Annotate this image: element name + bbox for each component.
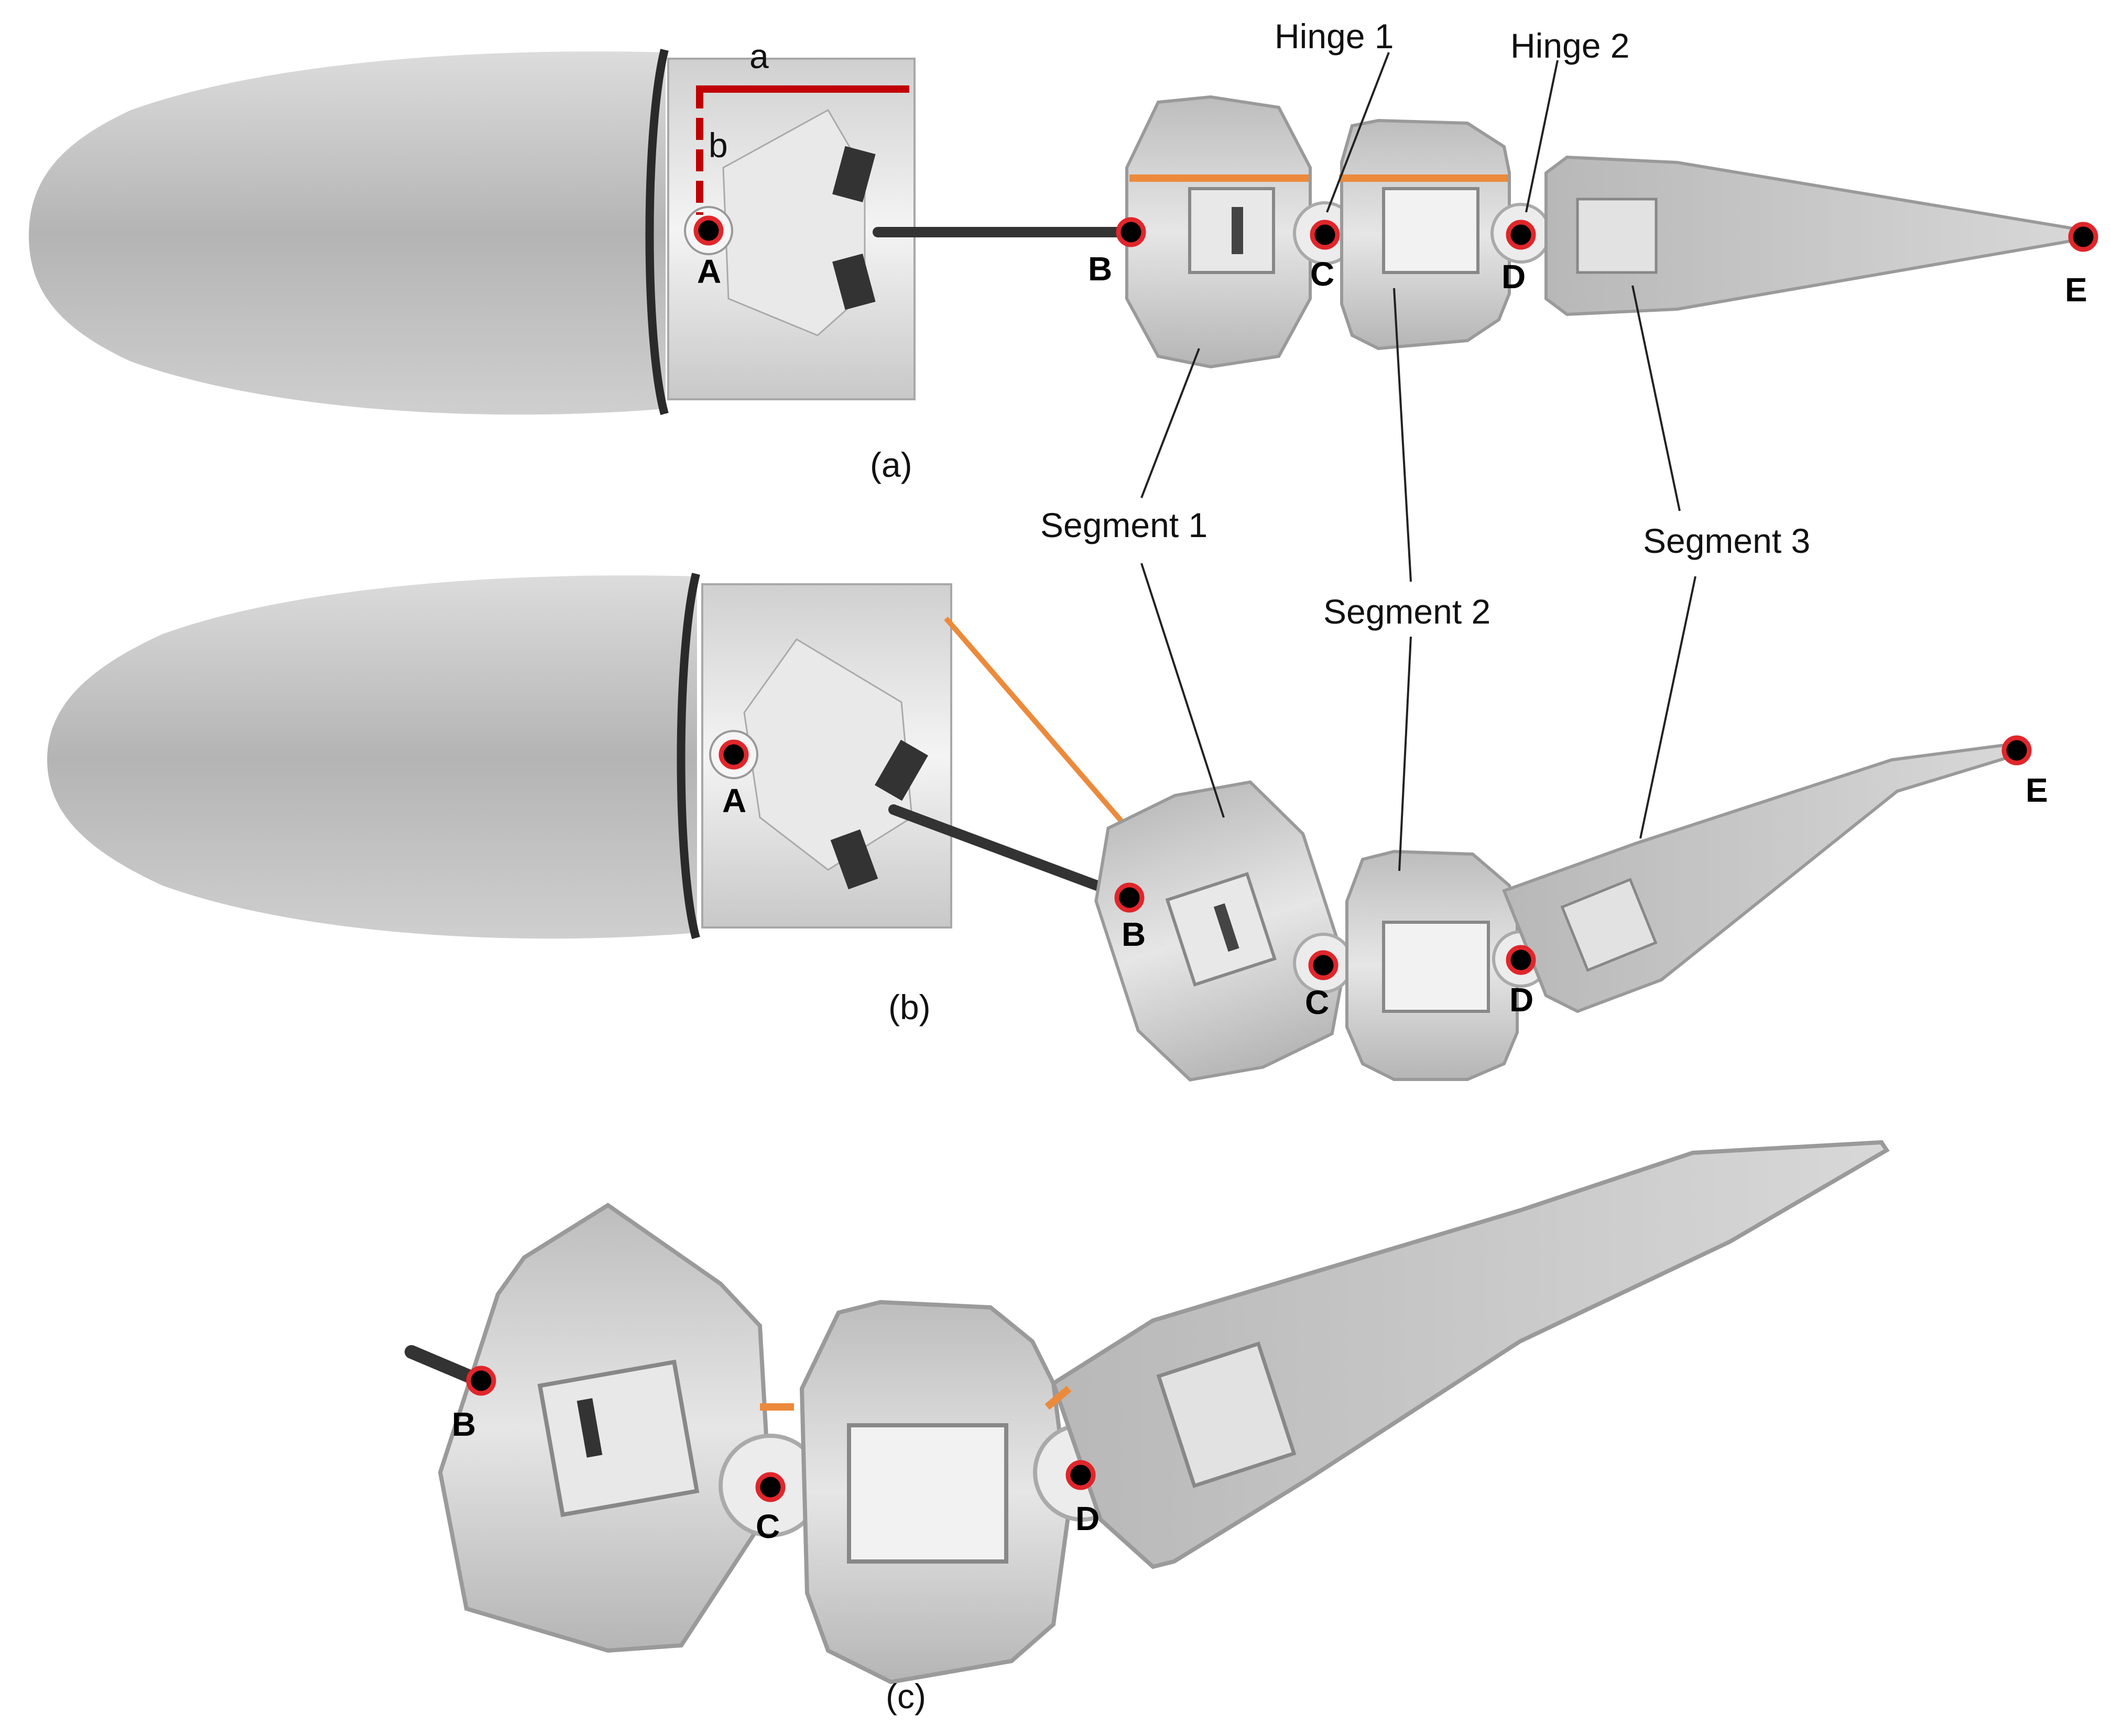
svg-text:D: D [1509,981,1533,1019]
svg-text:D: D [1075,1500,1100,1537]
motor-lug-top-b [875,739,928,801]
segment-1-c-slot [576,1398,603,1458]
hinge-2-label: Hinge 2 [1510,26,1630,65]
segment-1-leader-a [1140,348,1200,498]
svg-text:C: C [756,1508,780,1545]
point-D-b: D [1506,945,1536,1019]
point-C-b: C [1305,950,1339,1021]
svg-text:B: B [1088,250,1112,288]
segment-2-b-window [1382,921,1490,1013]
segment-3-c-window [1156,1341,1297,1488]
point-B-a: B [1088,217,1146,288]
orange-marker-c-2 [1044,1385,1072,1410]
point-E-a: E [2065,222,2098,309]
motor-lug-bottom-a [832,253,876,310]
dimension-a-label: a [749,37,769,75]
point-D-a: D [1501,220,1536,296]
svg-text:E: E [2026,771,2048,809]
segment-1-a-slot [1232,207,1243,254]
segment-3-leader-a [1631,285,1681,511]
push-rod-b [888,804,1133,902]
panel-c: B C D (c) [405,1140,1890,1716]
hinge-2-leader [1525,60,1559,213]
nose-body-b [47,575,697,939]
orange-marker-b-link [944,616,1150,854]
segment-1-b-slot [1213,903,1239,952]
point-D-c: D [1065,1460,1100,1537]
point-B-b: B [1114,882,1146,953]
segment-3-a-window [1576,198,1658,274]
caption-b: (b) [888,988,931,1027]
motor-lug-top-a [832,146,876,203]
segment-1-c-window [537,1359,700,1517]
svg-text:C: C [1305,984,1329,1021]
point-C-a: C [1310,220,1340,293]
caption-a: (a) [870,445,912,484]
point-A-a: A [693,215,724,290]
segment-3-leader-b [1639,576,1696,839]
nose-ring-b [677,573,700,940]
segment-2-leader-b [1398,636,1412,871]
point-B-c: B [452,1366,496,1443]
panel-a: a b Hinge 1 Hinge 2 A B [29,17,2098,484]
dimension-b-label: b [709,126,728,165]
segment-1-label: Segment 1 [1040,506,1207,544]
segment-2-a-window [1382,187,1479,274]
point-A-b: A [719,739,749,820]
hinge-1-label: Hinge 1 [1275,17,1394,56]
segment-3-b [1502,742,2020,1013]
motor-lug-bottom-b [830,829,878,890]
segment-2-leader-a [1393,288,1412,582]
svg-text:B: B [452,1405,476,1443]
svg-text:B: B [1122,915,1146,953]
nose-ring-a [645,49,669,416]
point-E-b: E [2001,735,2048,809]
svg-text:A: A [697,253,721,290]
svg-text:D: D [1501,258,1526,296]
segment-2-label: Segment 2 [1323,592,1490,631]
nose-body-a [29,51,666,415]
svg-text:E: E [2065,271,2087,309]
caption-c: (c) [886,1677,926,1716]
svg-text:C: C [1310,255,1334,293]
svg-text:A: A [722,782,746,820]
panel-b: Segment 1 Segment 2 Segment 3 A B C D E … [47,285,2048,1082]
point-C-c: C [755,1472,786,1545]
segment-3-b-window [1560,878,1658,972]
segment-1-leader-b [1140,563,1225,818]
segment-3-label: Segment 3 [1643,521,1810,560]
segment-2-c-window [847,1423,1008,1564]
segment-3-c [1051,1140,1890,1569]
hinge-1-leader [1326,52,1390,213]
